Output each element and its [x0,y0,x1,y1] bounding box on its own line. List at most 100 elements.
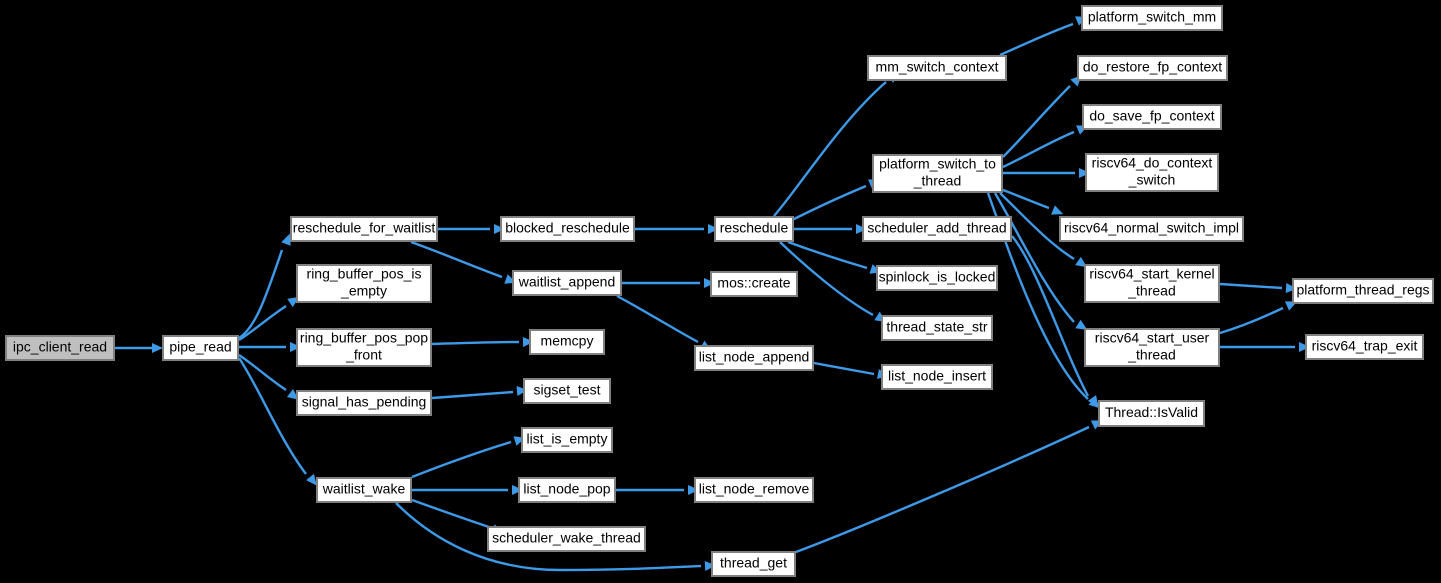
graph-node-thread_state_str[interactable]: thread_state_str [881,315,993,341]
node-box[interactable] [1085,153,1219,192]
call-edge [616,294,699,344]
graph-node-list_node_append[interactable]: list_node_append [694,345,814,371]
node-box[interactable] [1059,216,1244,242]
node-box[interactable] [872,154,1003,193]
node-box[interactable] [296,390,432,416]
graph-node-riscv64_do_context_switch[interactable]: riscv64_do_context_switch [1085,153,1219,192]
graph-node-riscv64_start_user_thread[interactable]: riscv64_start_user_thread [1084,328,1220,367]
arrowhead-icon [1079,168,1090,178]
graph-node-platform_thread_regs[interactable]: platform_thread_regs [1292,278,1434,304]
graph-node-memcpy[interactable]: memcpy [529,329,605,355]
graph-node-list_node_pop[interactable]: list_node_pop [518,477,616,503]
arrowhead-icon [152,343,163,353]
graph-node-list_is_empty[interactable]: list_is_empty [521,427,613,453]
graph-node-ring_buffer_pos_pop_front[interactable]: ring_buffer_pos_pop_front [296,328,432,367]
arrowhead-icon [281,233,291,246]
graph-node-ring_buffer_pos_is_empty[interactable]: ring_buffer_pos_is_empty [296,264,432,303]
call-edge [1002,130,1075,169]
node-box[interactable] [881,364,993,390]
node-box[interactable] [1077,55,1228,81]
call-edge [773,81,887,217]
node-box[interactable] [162,335,239,361]
graph-node-signal_has_pending[interactable]: signal_has_pending [296,390,432,416]
node-box[interactable] [876,265,998,291]
graph-node-riscv64_normal_switch_impl[interactable]: riscv64_normal_switch_impl [1059,216,1244,242]
call-edge [411,498,490,529]
graph-node-blocked_reschedule[interactable]: blocked_reschedule [500,216,635,242]
node-box[interactable] [1082,104,1222,130]
edges-layer [115,22,1295,572]
call-edge [993,192,1075,323]
call-edge [999,22,1074,57]
node-box[interactable] [1292,278,1434,304]
node-box[interactable] [1098,400,1205,427]
node-box[interactable] [296,264,432,303]
node-box[interactable] [290,216,438,242]
node-box[interactable] [487,526,646,552]
node-box[interactable] [1305,334,1424,360]
graph-node-spinlock_is_locked[interactable]: spinlock_is_locked [876,265,998,291]
graph-node-scheduler_add_thread[interactable]: scheduler_add_thread [862,216,1012,242]
graph-node-waitlist_wake[interactable]: waitlist_wake [316,477,412,503]
graph-node-do_restore_fp_context[interactable]: do_restore_fp_context [1077,55,1228,81]
call-edge [791,184,867,222]
graph-node-reschedule_for_waitlist[interactable]: reschedule_for_waitlist [290,216,438,242]
node-box[interactable] [296,328,432,367]
graph-node-thread_get[interactable]: thread_get [711,551,796,577]
node-box[interactable] [5,335,115,361]
call-edge [395,502,702,572]
graph-node-platform_switch_mm[interactable]: platform_switch_mm [1081,5,1223,31]
node-box[interactable] [714,216,794,242]
arrowhead-icon [494,224,505,234]
graph-node-Thread_IsValid[interactable]: Thread::IsValid [1098,400,1205,427]
node-box[interactable] [512,270,622,296]
node-box[interactable] [316,477,412,503]
call-edge [813,361,875,376]
graph-node-list_node_insert[interactable]: list_node_insert [881,364,993,390]
node-box[interactable] [1084,264,1220,303]
graph-node-sigset_test[interactable]: sigset_test [523,378,611,404]
node-box[interactable] [710,271,798,297]
node-box[interactable] [1081,5,1223,31]
node-box[interactable] [523,378,611,404]
arrowhead-icon [704,278,715,288]
node-box[interactable] [867,55,1007,81]
node-box[interactable] [521,427,613,453]
graph-node-waitlist_append[interactable]: waitlist_append [512,270,622,296]
call-edge [779,241,874,317]
arrowhead-icon [1299,342,1310,352]
arrowhead-icon [1087,395,1099,408]
graph-node-reschedule[interactable]: reschedule [714,216,794,242]
arrowhead-icon [306,473,317,486]
call-edge [431,390,514,400]
graph-node-do_save_fp_context[interactable]: do_save_fp_context [1082,104,1222,130]
call-edge [411,440,512,479]
node-box[interactable] [1084,328,1220,367]
graph-node-riscv64_trap_exit[interactable]: riscv64_trap_exit [1305,334,1424,360]
node-box[interactable] [881,315,993,341]
node-box[interactable] [711,551,796,577]
node-box[interactable] [694,477,814,503]
arrowhead-icon [688,485,699,495]
graph-node-list_node_remove[interactable]: list_node_remove [694,477,814,503]
graph-node-platform_switch_to_thread[interactable]: platform_switch_to_thread [872,154,1003,193]
graph-node-mos_create[interactable]: mos::create [710,271,798,297]
node-box[interactable] [518,477,616,503]
graph-node-pipe_read[interactable]: pipe_read [162,335,239,361]
graph-node-scheduler_wake_thread[interactable]: scheduler_wake_thread [487,526,646,552]
arrowhead-icon [290,342,301,352]
node-box[interactable] [529,329,605,355]
arrowhead-icon [1075,319,1088,330]
arrowhead-icon [708,224,719,234]
node-box[interactable] [694,345,814,371]
call-edge [999,192,1075,261]
graph-node-riscv64_start_kernel_thread[interactable]: riscv64_start_kernel_thread [1084,264,1220,303]
graph-node-mm_switch_context[interactable]: mm_switch_context [867,55,1007,81]
call-edge [1219,306,1284,335]
arrowhead-icon [516,386,528,396]
node-box[interactable] [862,216,1012,242]
node-box[interactable] [500,216,635,242]
graph-node-ipc_client_read[interactable]: ipc_client_read [5,335,115,361]
